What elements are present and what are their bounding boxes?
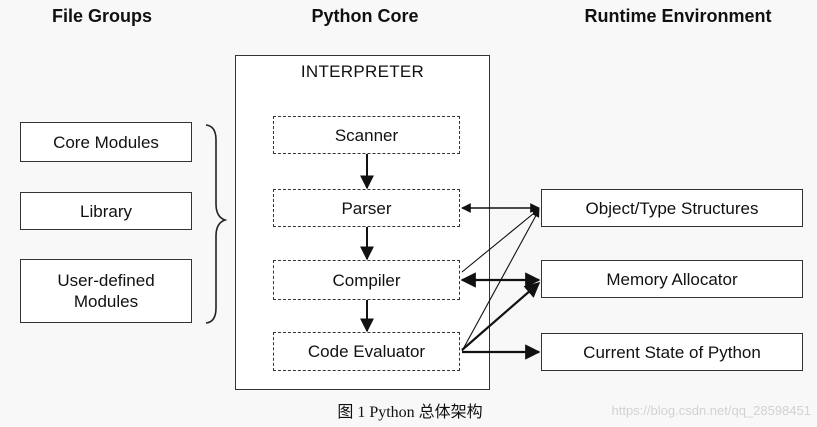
- watermark: https://blog.csdn.net/qq_28598451: [611, 403, 812, 418]
- scanner-label: Scanner: [334, 125, 399, 145]
- user-defined-label-line1: User-defined: [57, 271, 155, 290]
- user-defined-label-line2: Modules: [73, 292, 139, 311]
- scanner-box: Scanner: [273, 116, 460, 154]
- core-modules-box: Core Modules: [20, 122, 192, 162]
- code-evaluator-label: Code Evaluator: [307, 342, 426, 361]
- figure-caption: 图 1 Python 总体架构: [337, 404, 483, 421]
- object-type-structures-label: Object/Type Structures: [585, 198, 759, 218]
- compiler-box: Compiler: [273, 260, 460, 300]
- runtime-environment-heading: Runtime Environment: [584, 6, 772, 26]
- object-type-structures-box: Object/Type Structures: [541, 189, 803, 227]
- code-evaluator-box: Code Evaluator: [273, 332, 460, 371]
- memory-allocator-label: Memory Allocator: [606, 269, 738, 289]
- python-core-heading: Python Core: [311, 6, 419, 26]
- compiler-object-arrow: [461, 208, 540, 273]
- library-label: Library: [80, 201, 132, 221]
- user-defined-modules-box: User-defined Modules: [20, 259, 192, 323]
- memory-allocator-box: Memory Allocator: [541, 260, 803, 298]
- library-box: Library: [20, 192, 192, 230]
- compiler-label: Compiler: [332, 270, 401, 290]
- interpreter-title: INTERPRETER: [300, 62, 425, 81]
- core-modules-label: Core Modules: [53, 132, 159, 152]
- current-state-label: Current State of Python: [583, 342, 761, 362]
- parser-box: Parser: [273, 189, 460, 227]
- file-groups-heading: File Groups: [51, 6, 152, 26]
- parser-label: Parser: [341, 198, 392, 218]
- file-groups-brace: [205, 124, 228, 324]
- current-state-box: Current State of Python: [541, 333, 803, 371]
- evaluator-memory-arrow: [461, 281, 541, 351]
